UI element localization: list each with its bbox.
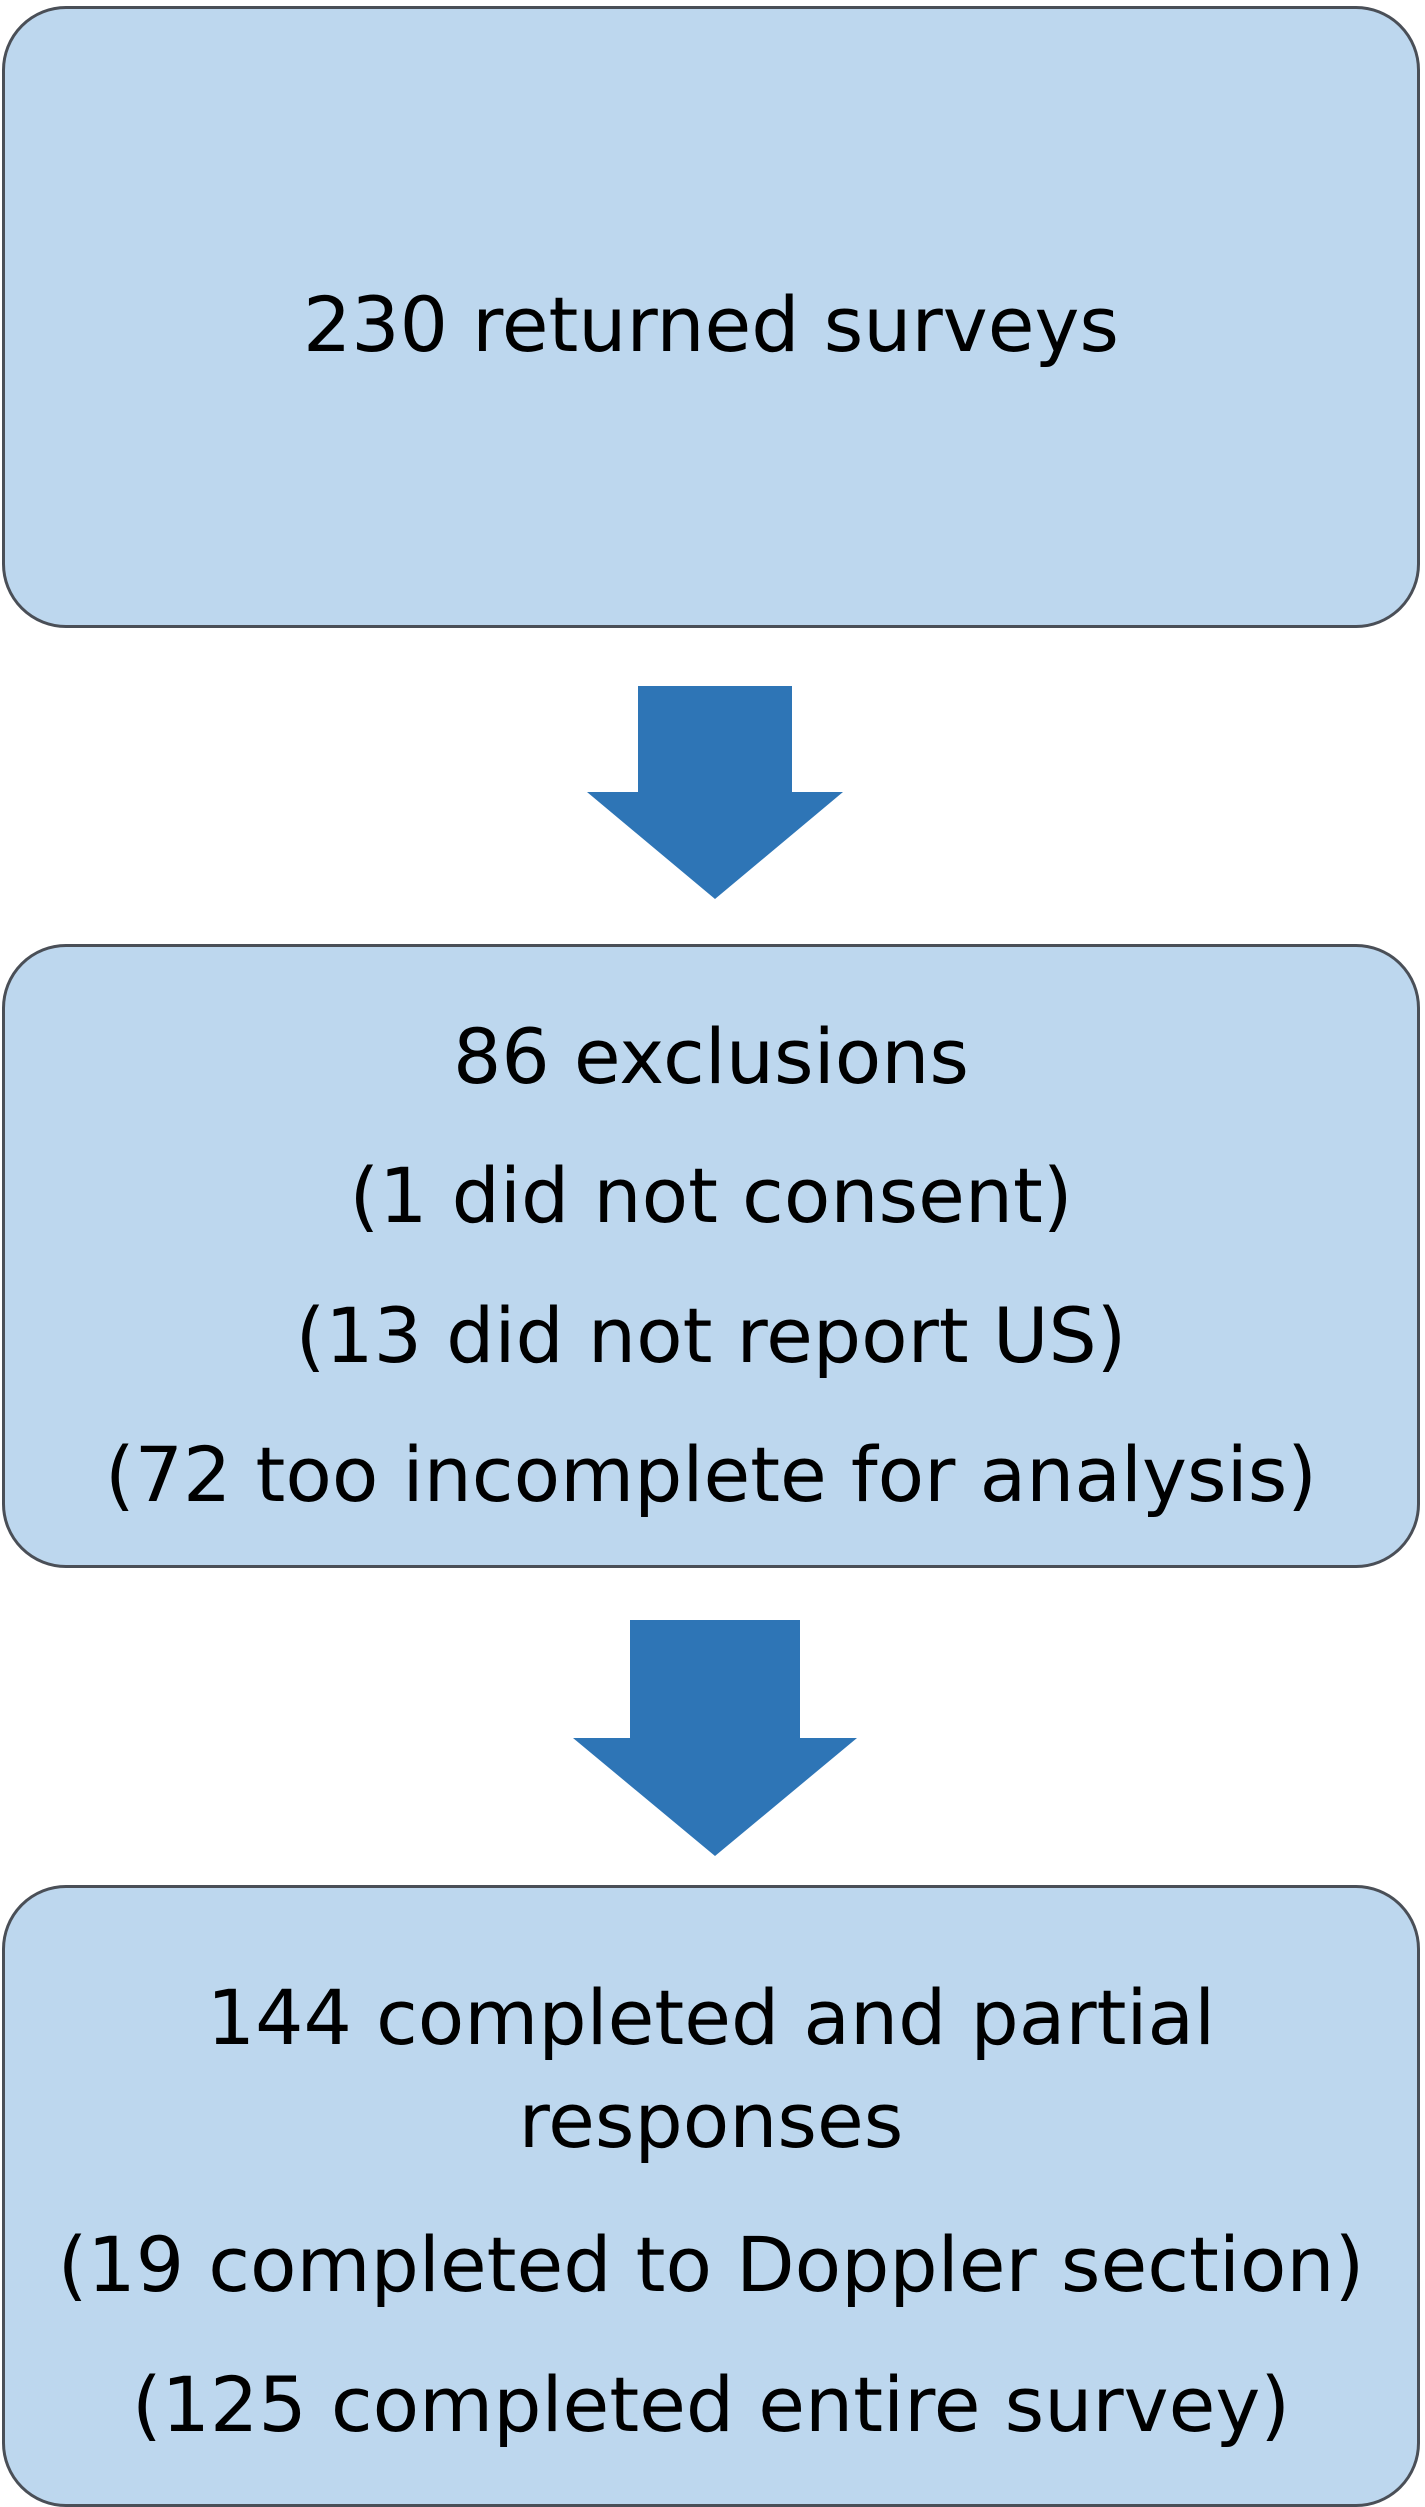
flow-box-completed-responses: 144 completed and partial responses (19 …: [2, 1885, 1420, 2507]
box-text-line: 86 exclusions: [453, 1012, 969, 1101]
box-text-line: 144 completed and partial: [206, 1973, 1216, 2062]
box-text-line: 230 returned surveys: [302, 280, 1120, 369]
down-arrow-icon: [573, 1620, 857, 1856]
box-text-line: (72 too incomplete for analysis): [105, 1430, 1317, 1519]
down-arrow-icon: [587, 686, 843, 899]
box-text-line: (13 did not report US): [295, 1291, 1127, 1380]
flow-box-returned-surveys: 230 returned surveys: [2, 6, 1420, 628]
box-text-line: (125 completed entire survey): [132, 2360, 1290, 2449]
box-text-line: responses: [518, 2076, 904, 2165]
box-text-line: (19 completed to Doppler section): [57, 2220, 1365, 2309]
box-text-line: (1 did not consent): [349, 1151, 1073, 1240]
flow-box-exclusions: 86 exclusions (1 did not consent) (13 di…: [2, 944, 1420, 1568]
